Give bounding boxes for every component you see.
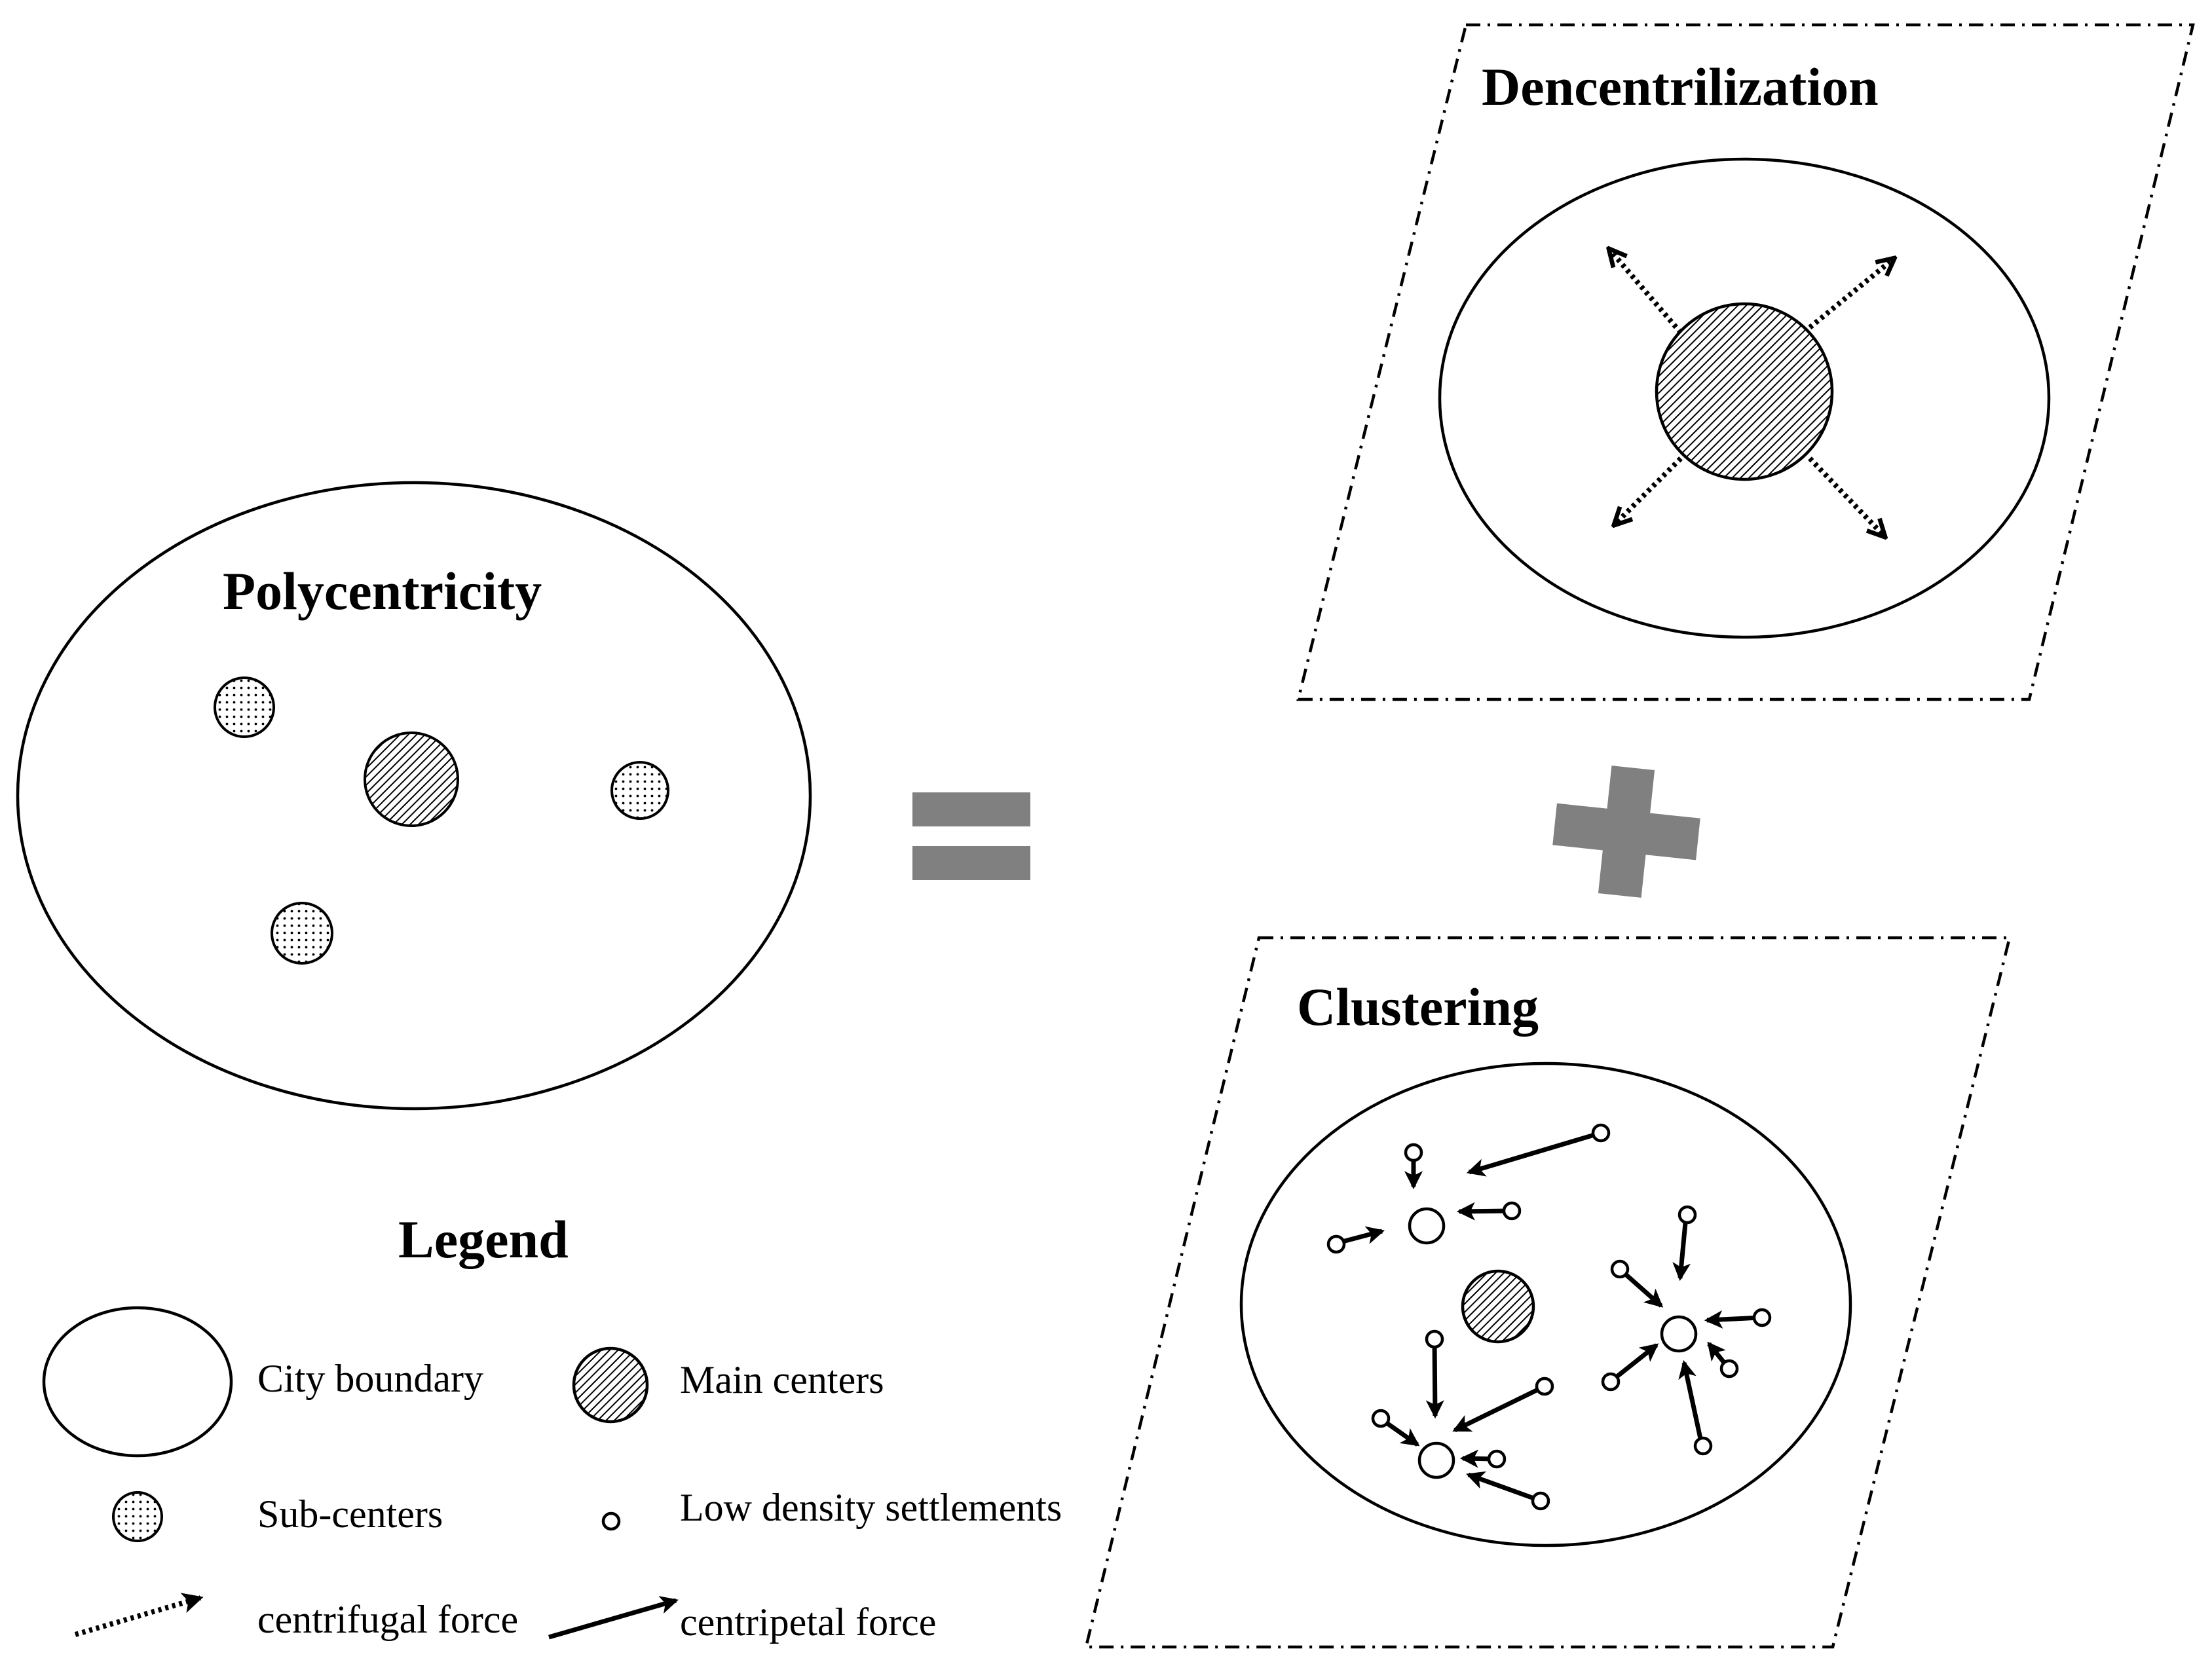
legend-centripetal-label: centripetal force bbox=[680, 1600, 936, 1644]
main-center bbox=[364, 731, 459, 827]
centrifugal-arrow bbox=[1615, 456, 1683, 524]
low-density-settlement bbox=[1535, 1377, 1554, 1396]
legend-centrifugal-label: centrifugal force bbox=[257, 1598, 518, 1641]
low-density-settlement bbox=[1693, 1436, 1713, 1456]
clustering-title: Clustering bbox=[1297, 977, 1539, 1037]
centrifugal-arrow bbox=[1808, 259, 1893, 330]
sub-center bbox=[271, 902, 333, 965]
sub-center bbox=[1660, 1315, 1698, 1353]
low-density-settlement bbox=[1601, 1372, 1621, 1392]
low-density-settlement bbox=[1678, 1205, 1697, 1225]
decentralization-frame bbox=[1296, 23, 2195, 701]
sub-center bbox=[610, 761, 669, 820]
city-boundary bbox=[1239, 1062, 1852, 1547]
legend-city-boundary-symbol bbox=[42, 1306, 233, 1458]
low-density-settlement bbox=[1610, 1259, 1630, 1279]
cluster bbox=[1601, 1205, 1772, 1456]
cluster bbox=[1326, 1123, 1611, 1254]
legend-centripetal-arrow bbox=[548, 1596, 679, 1640]
main-center bbox=[1655, 302, 1834, 481]
low-density-settlement bbox=[1531, 1491, 1550, 1511]
legend-centrifugal-arrow bbox=[74, 1593, 204, 1637]
clustering-panel: Clustering bbox=[1084, 936, 2012, 1649]
low-density-settlement bbox=[1326, 1234, 1346, 1254]
low-density-settlement bbox=[1371, 1409, 1391, 1428]
legend-sub-center-label: Sub-centers bbox=[257, 1492, 443, 1536]
legend-city-boundary-label: City boundary bbox=[257, 1357, 483, 1400]
sub-center bbox=[1417, 1441, 1455, 1479]
low-density-settlement bbox=[1425, 1329, 1444, 1349]
sub-center bbox=[214, 676, 275, 738]
plus-sign bbox=[1552, 766, 1700, 898]
equals-sign bbox=[912, 792, 1030, 880]
cluster bbox=[1371, 1329, 1554, 1511]
polycentricity-panel: Polycentricity bbox=[16, 481, 812, 1111]
decentralization-panel: Dencentrilization bbox=[1296, 23, 2195, 701]
polycentricity-title: Polycentricity bbox=[223, 561, 542, 621]
legend-main-center-symbol bbox=[572, 1346, 649, 1424]
legend: Legend City boundary Main centers Sub-ce… bbox=[42, 1210, 1062, 1644]
legend-sub-center-symbol bbox=[112, 1491, 163, 1542]
legend-low-density-label: Low density settlements bbox=[680, 1486, 1062, 1529]
low-density-settlement bbox=[1591, 1123, 1611, 1143]
low-density-settlement bbox=[1752, 1308, 1772, 1327]
legend-title: Legend bbox=[398, 1210, 569, 1269]
legend-main-center-label: Main centers bbox=[680, 1358, 884, 1401]
low-density-settlement bbox=[1502, 1201, 1522, 1221]
low-density-settlement bbox=[1719, 1359, 1739, 1378]
clustering-frame bbox=[1084, 936, 2012, 1649]
low-density-settlement bbox=[1404, 1143, 1423, 1162]
sub-center bbox=[1408, 1207, 1446, 1245]
decentralization-title: Dencentrilization bbox=[1482, 57, 1879, 117]
main-center bbox=[1461, 1269, 1535, 1344]
centrifugal-arrow bbox=[1808, 456, 1884, 536]
low-density-settlement bbox=[1487, 1449, 1507, 1469]
legend-low-density-symbol bbox=[601, 1511, 621, 1531]
